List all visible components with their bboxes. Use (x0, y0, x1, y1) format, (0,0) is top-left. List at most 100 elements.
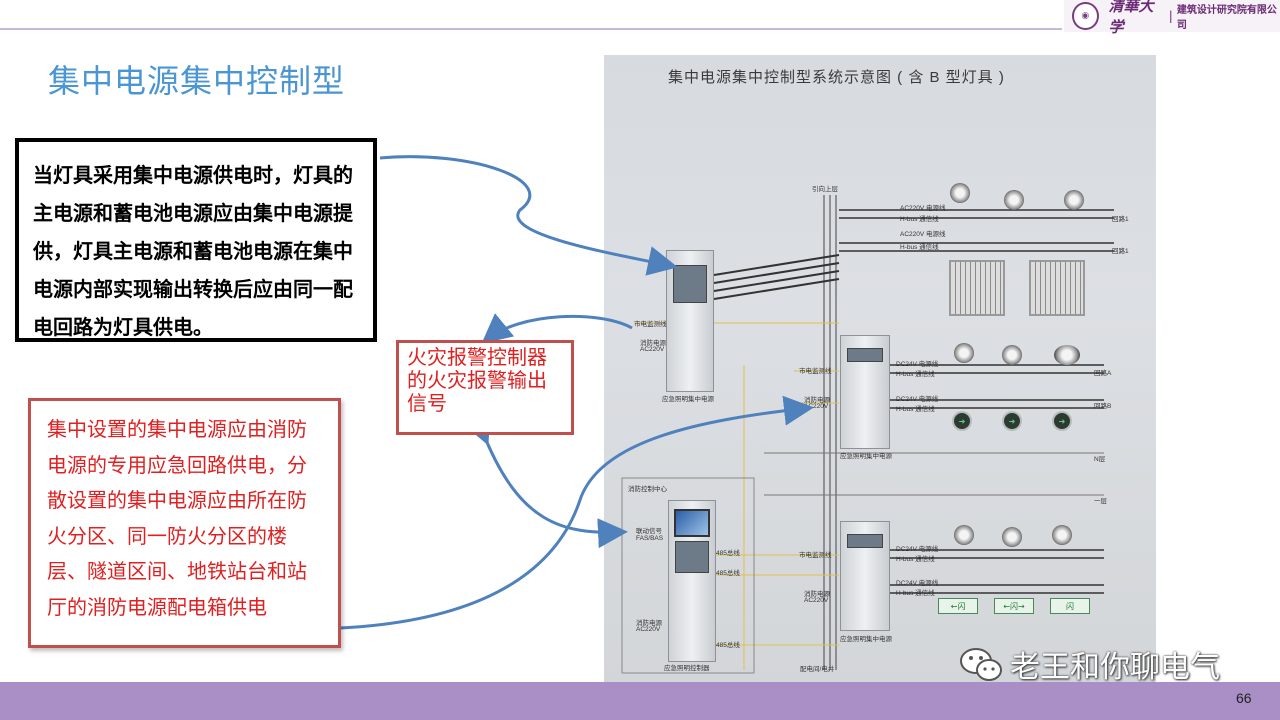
wechat-watermark: 老王和你聊电气 (958, 642, 1220, 686)
controller-link-label: 联动信号 (636, 528, 662, 535)
ceiling-fixture-icon (1002, 527, 1022, 547)
logo-separator: | (1168, 9, 1173, 23)
cabinet-mid-fire: 消防电源 (804, 397, 830, 404)
institution-logo: ◉ 清華大学 | 建筑设计研究院有限公司 (1064, 0, 1280, 36)
line-dc24-2: DC24V (896, 396, 917, 403)
logo-text: 建筑设计研究院有限公司 (1176, 5, 1277, 31)
fire-power-supply-note: 集中设置的集中电源应由消防电源的专用应急回路供电，分散设置的集中电源应由所在防火… (28, 398, 341, 648)
cabinet-low-mains: 市电监测线 (799, 552, 832, 559)
cabinet-low-name: 应急照明集中电源 (840, 636, 892, 643)
exit-sign-text: 闪 (1066, 601, 1074, 611)
cabinet-top-name: 应急照明集中电源 (662, 396, 714, 403)
fire-alarm-signal-note: 火灾报警控制器的火灾报警输出信号 (396, 340, 574, 435)
line-hbus-3: H-bus (896, 371, 914, 378)
loop-1-label: 回路1 (1112, 216, 1129, 223)
line-comm-6: 通信线 (915, 590, 935, 597)
exit-sign-left: ←闪 (938, 598, 978, 614)
grille-light-fixture-icon (949, 260, 1005, 316)
line-dc24-3: DC24V (896, 546, 917, 553)
line-dc24-4: DC24V (896, 580, 917, 587)
line-hbus-4: H-bus (896, 406, 914, 413)
twin-spot-fixture-icon (1054, 345, 1080, 365)
exit-indicator-icon: ➜ (1052, 411, 1072, 431)
line-hbus-6: H-bus (896, 590, 914, 597)
cabinet-low-fire: 消防电源 (804, 591, 830, 598)
line-dc24-1: DC24V (896, 361, 917, 368)
page-number: 66 (1236, 690, 1252, 706)
diagram-wiring (621, 195, 1114, 674)
line-power-5: 电源线 (918, 546, 939, 553)
page-title: 集中电源集中控制型 (48, 63, 346, 99)
line-ac220-1: AC220V (900, 205, 925, 212)
controller-name: 应急照明控制器 (664, 665, 710, 672)
cabinet-mid-mains: 市电监测线 (799, 368, 832, 375)
n-floor-label: N层 (1094, 456, 1106, 463)
line-power-1: 电源线 (926, 205, 946, 212)
loop-a-label: 回路A (1094, 370, 1112, 377)
logo-script: 清華大学 (1108, 0, 1154, 36)
university-seal-icon: ◉ (1072, 2, 1099, 30)
exit-sign-text: 闪 (1010, 601, 1018, 611)
central-power-cabinet-mid (840, 335, 890, 449)
watermark-text: 老王和你聊电气 (1010, 651, 1220, 684)
bottom-label: 配电间/电井 (800, 666, 835, 673)
spot-fixture-icon (954, 343, 974, 363)
downlight-fixture-icon (1004, 190, 1024, 210)
cabinet-top-mains: 市电监测线 (634, 321, 667, 328)
line-power-3: 电源线 (918, 361, 939, 368)
line-hbus-5: H-bus (896, 556, 914, 563)
controller-ac-label: AC220V (636, 626, 661, 633)
system-diagram-photo: 集中电源集中控制型系统示意图 ( 含 B 型灯具 ) 引向上层 配电间/电井 市… (604, 55, 1156, 683)
footer-bar (0, 682, 1280, 720)
exit-indicator-icon: ➜ (1002, 411, 1022, 431)
loop-b-label: 回路B (1094, 403, 1112, 410)
cabinet-top-fire: 消防电源 (640, 340, 666, 347)
wechat-icon (958, 644, 1004, 684)
control-center-label: 消防控制中心 (628, 486, 667, 493)
line-comm-2: 通信线 (919, 244, 939, 251)
downlight-fixture-icon (1064, 190, 1084, 210)
loop-1-label-b: 回路1 (1112, 248, 1129, 255)
exit-sign-text: 闪 (957, 601, 966, 611)
exit-sign-right: 闪 (1050, 598, 1090, 614)
central-power-cabinet-top (666, 250, 714, 392)
controller-fas-label: FAS/BAS (636, 535, 664, 542)
riser-label: 引向上层 (812, 186, 838, 193)
line-power-4: 电源线 (918, 396, 939, 403)
cabinet-top-ac: AC220V (640, 346, 665, 353)
line-hbus-1: H-bus (900, 216, 918, 223)
grille-light-fixture-icon (1029, 260, 1085, 316)
arrow-to-central-cabinet (379, 155, 678, 276)
first-floor-label: 一层 (1094, 498, 1107, 505)
line-ac220-2: AC220V (900, 231, 925, 238)
line-comm-3: 通信线 (915, 371, 935, 378)
bus-label-3: 485总线 (716, 642, 740, 649)
spot-fixture-icon (1002, 345, 1022, 365)
ceiling-fixture-icon (1052, 525, 1072, 545)
ceiling-fixture-icon (954, 525, 974, 545)
main-power-note: 当灯具采用集中电源供电时，灯具的主电源和蓄电池电源应由集中电源提供，灯具主电源和… (15, 138, 377, 342)
downlight-fixture-icon (950, 183, 970, 203)
line-power-2: 电源线 (926, 231, 946, 238)
bus-label-1: 485总线 (716, 550, 740, 557)
header-rule (0, 28, 1062, 30)
exit-sign-both: ←闪→ (994, 598, 1034, 614)
line-comm-1: 通信线 (919, 216, 939, 223)
line-hbus-2: H-bus (900, 244, 918, 251)
emergency-lighting-controller (668, 500, 716, 662)
central-power-cabinet-low (840, 521, 890, 631)
line-power-6: 电源线 (918, 580, 939, 587)
cabinet-mid-ac: AC220V (804, 403, 829, 410)
controller-fire-label: 消防电源 (636, 620, 662, 627)
cabinet-mid-name: 应急照明集中电源 (840, 453, 892, 460)
arrow-to-controller (462, 412, 628, 549)
arrow-to-mid-cabinet (339, 395, 814, 630)
bus-label-2: 485总线 (716, 570, 740, 577)
cabinet-low-ac: AC220V (804, 597, 829, 604)
line-comm-4: 通信线 (915, 406, 935, 413)
exit-indicator-icon: ➜ (952, 411, 972, 431)
line-comm-5: 通信线 (915, 556, 935, 563)
arrow-to-fire-alarm-note (481, 313, 633, 344)
diagram-title: 集中电源集中控制型系统示意图 ( 含 B 型灯具 ) (668, 69, 1005, 86)
